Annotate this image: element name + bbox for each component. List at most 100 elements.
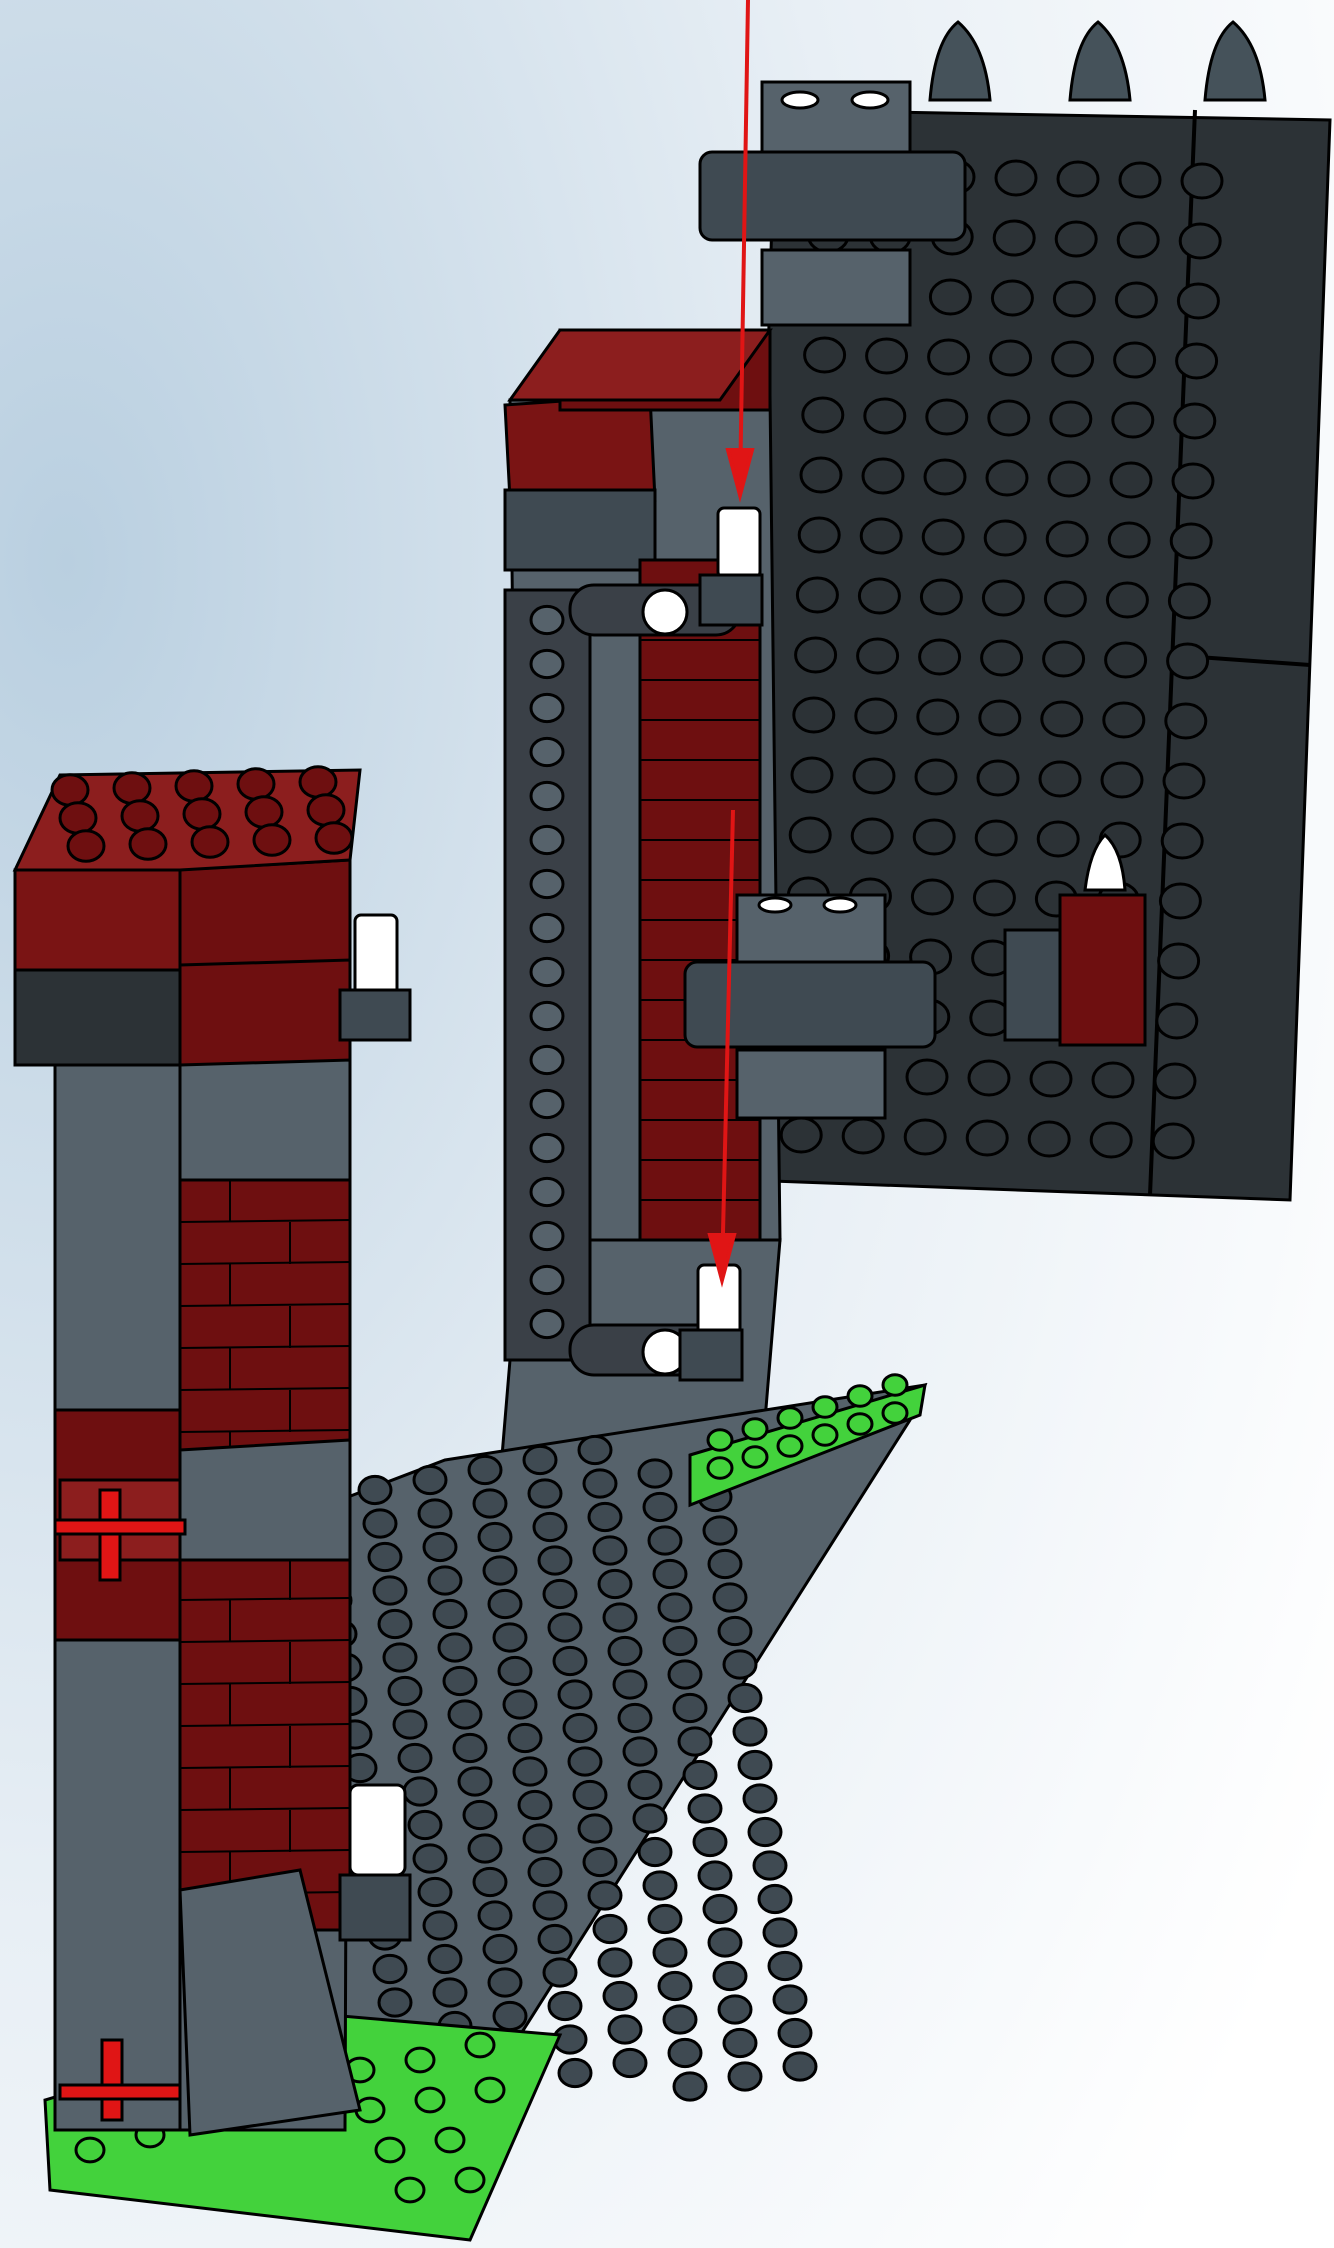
base-stud [614,1671,646,1698]
base-stud [579,1815,611,1842]
base-stud [624,1738,656,1765]
base-stud [684,1761,716,1788]
base-stud [359,1476,391,1503]
base-stud [634,1805,666,1832]
panel-stud [781,1118,821,1152]
base-stud [614,2049,646,2076]
base-stud [729,2063,761,2090]
base-stud [429,1945,461,1972]
base-stud [739,1751,771,1778]
chain-hole [531,1090,563,1117]
base-stud [704,1895,736,1922]
panel-stud [1116,283,1156,317]
base-stud [379,1989,411,2016]
panel-stud [914,820,954,854]
chain-holes [531,606,563,1337]
chain-hole [531,826,563,853]
panel-stud [1173,464,1213,498]
base-stud [754,1852,786,1879]
chain-hole [531,1046,563,1073]
panel-stud [980,701,1020,735]
base-stud [554,1647,586,1674]
panel-stud [1091,1123,1131,1157]
green-stud [396,2178,424,2202]
panel-stud [1054,282,1094,316]
chain-hole [531,650,563,677]
green-stud [848,1414,872,1434]
base-stud [534,1892,566,1919]
base-stud [594,1915,626,1942]
base-stud [559,1681,591,1708]
chain-hole [531,1178,563,1205]
base-stud [454,1734,486,1761]
base-stud [584,1470,616,1497]
chain-hole [531,958,563,985]
panel-stud [867,339,907,373]
lower-white-pin [340,1785,410,1940]
green-stud [778,1436,802,1456]
panel-stud [1162,824,1202,858]
panel-stud [1045,582,1085,616]
base-stud [434,1600,466,1627]
panel-stud [1056,222,1096,256]
panel-stud [907,1060,947,1094]
base-stud [659,1594,691,1621]
base-stud [459,1768,491,1795]
panel-stud [1175,404,1215,438]
panel-stud [1031,1062,1071,1096]
green-stud [848,1386,872,1406]
panel-stud [923,520,963,554]
chain-hole [531,1134,563,1161]
base-stud [419,1500,451,1527]
tower-stud [316,823,352,854]
tower-stud [238,769,274,800]
green-stud [743,1447,767,1467]
base-stud [409,1811,441,1838]
base-stud [724,1651,756,1678]
base-stud [434,1979,466,2006]
panel-stud [1120,163,1160,197]
green-stud [416,2088,444,2112]
base-stud [664,1627,696,1654]
base-stud [539,1547,571,1574]
green-stud [778,1408,802,1428]
green-stud [743,1419,767,1439]
base-stud [514,1758,546,1785]
base-stud [429,1567,461,1594]
green-stud [456,2168,484,2192]
panel-stud [1109,523,1149,557]
tower-stud [176,771,212,802]
base-stud [589,1503,621,1530]
panel-stud [852,819,892,853]
tower-stud [192,827,228,858]
base-stud [544,1580,576,1607]
panel-stud [916,760,956,794]
chain-hole [531,738,563,765]
base-stud [364,1510,396,1537]
base-stud [729,1684,761,1711]
base-stud [779,2019,811,2046]
base-stud [669,2039,701,2066]
base-stud [529,1480,561,1507]
chain-hole [531,1222,563,1249]
base-stud [509,1724,541,1751]
chain-hole [531,1002,563,1029]
chain-hole [531,1266,563,1293]
base-stud [374,1577,406,1604]
panel-stud [1051,402,1091,436]
tower-stud [68,831,104,862]
green-stud [76,2138,104,2162]
base-stud [494,1624,526,1651]
chain-hole [531,1310,563,1337]
base-stud [439,1634,471,1661]
base-stud [764,1919,796,1946]
panel-stud [927,400,967,434]
base-stud [654,1560,686,1587]
base-stud [444,1667,476,1694]
base-stud [544,1959,576,1986]
tower-stud [130,829,166,860]
panel-stud [994,221,1034,255]
base-stud [769,1952,801,1979]
panel-stud [1104,703,1144,737]
